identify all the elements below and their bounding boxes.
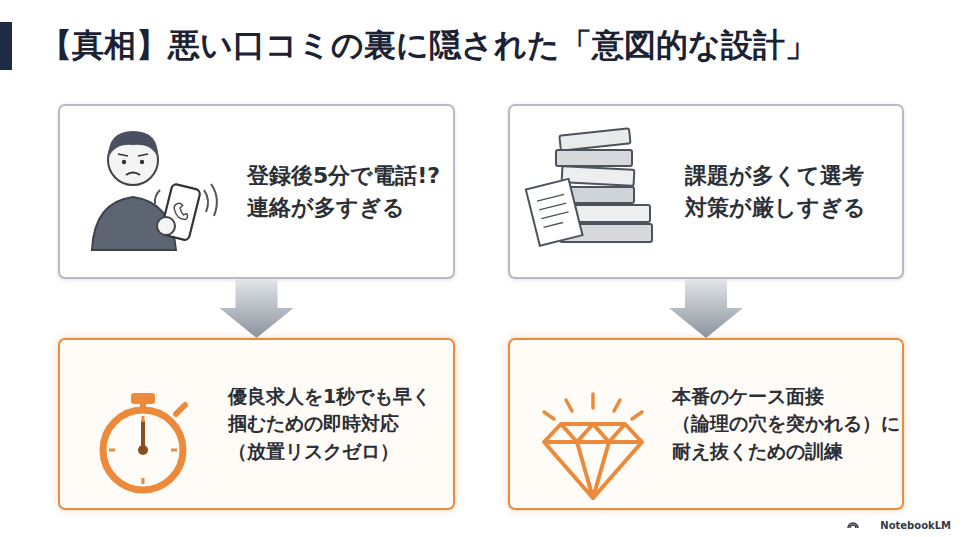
problem-box: 登録後5分で電話!? 連絡が多すぎる <box>58 104 455 279</box>
box-text: 登録後5分で電話!? 連絡が多すぎる <box>247 160 527 224</box>
notebooklm-logo <box>848 523 858 528</box>
title-bar <box>0 22 12 70</box>
slide-title: 【真相】悪い口コミの裏に隠された「意図的な設計」 <box>40 22 817 68</box>
watermark: NotebookLM <box>880 520 951 531</box>
box-text: 本番のケース面接 （論理の穴を突かれる）に 耐え抜くための訓練 <box>672 383 952 466</box>
problem-box: 課題が多くて選考 対策が厳しすぎる <box>508 104 904 279</box>
box-text: 優良求人を1秒でも早く 掴むための即時対応 （放置リスクゼロ） <box>228 383 508 466</box>
notebooklm-logo <box>848 523 858 528</box>
solution-box: 本番のケース面接 （論理の穴を突かれる）に 耐え抜くための訓練 <box>508 338 904 510</box>
box-text: 課題が多くて選考 対策が厳しすぎる <box>685 160 963 224</box>
solution-box: 優良求人を1秒でも早く 掴むための即時対応 （放置リスクゼロ） <box>58 338 455 510</box>
block-arrow <box>220 279 294 338</box>
block-arrow <box>669 279 743 338</box>
